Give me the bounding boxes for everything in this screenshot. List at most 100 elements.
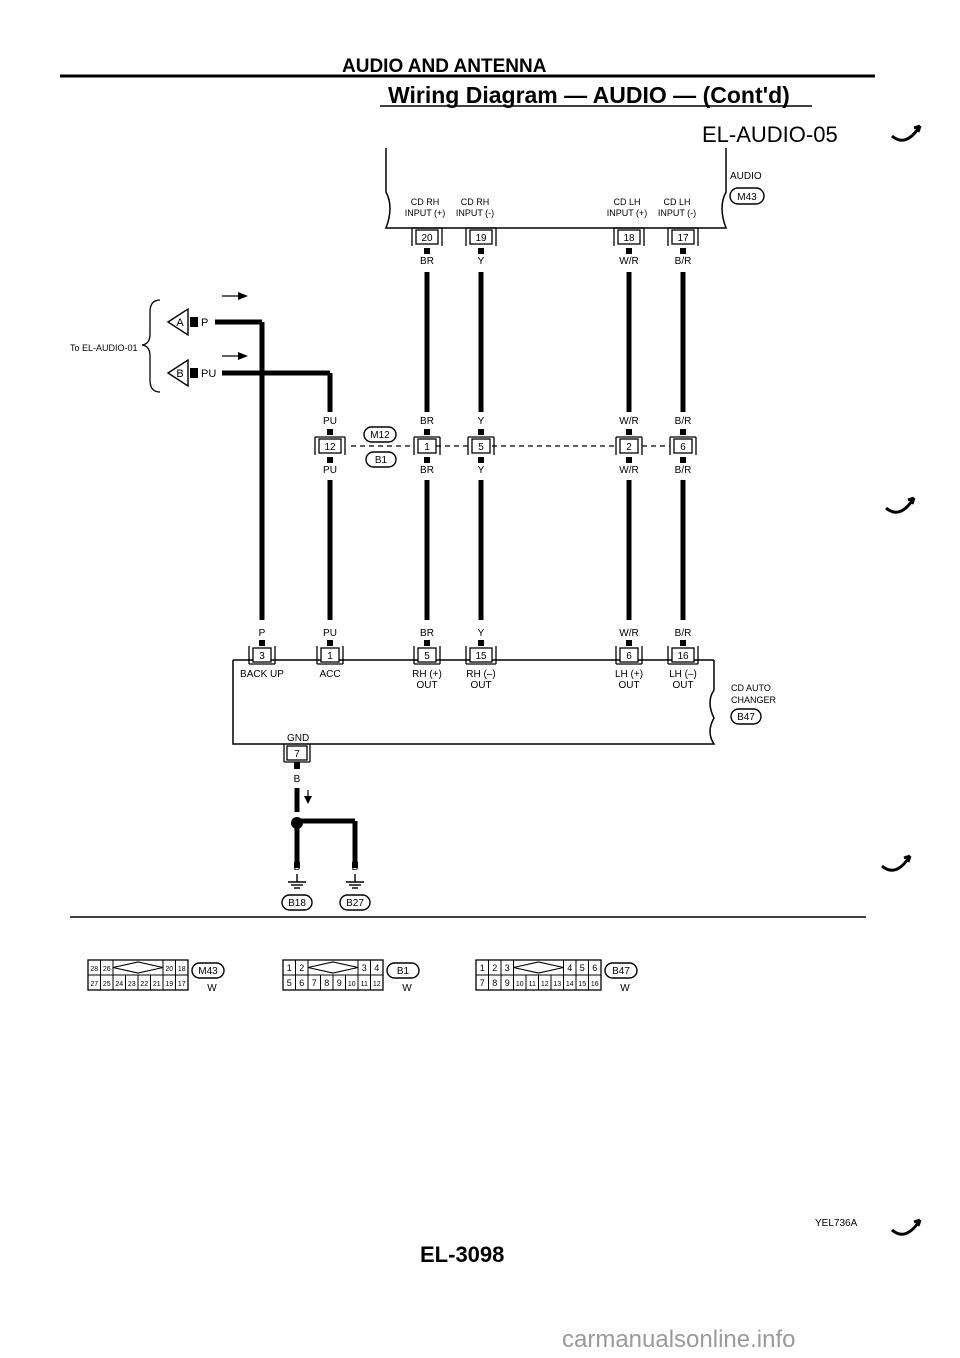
audio-wire-code: Y <box>478 256 485 267</box>
changer-terminal-5: 5 <box>413 646 441 665</box>
svg-text:21: 21 <box>153 981 161 988</box>
svg-text:12: 12 <box>541 981 549 988</box>
ground-wire-code: B <box>352 862 359 873</box>
connector-color-code: W <box>620 983 630 994</box>
audio-terminal-function: INPUT (+) <box>405 208 446 218</box>
svg-text:12: 12 <box>324 442 336 453</box>
audio-terminal-18: 18 <box>613 227 645 246</box>
svg-text:8: 8 <box>324 978 329 988</box>
junction-wire-code-bottom: Y <box>478 465 485 476</box>
svg-text:1: 1 <box>287 963 292 973</box>
svg-text:4: 4 <box>374 963 379 973</box>
svg-text:B18: B18 <box>288 898 306 909</box>
svg-text:16: 16 <box>677 651 689 662</box>
changer-name-line-1: CD AUTO <box>731 683 771 693</box>
audio-terminal-function: INPUT (-) <box>456 208 494 218</box>
wire-set <box>256 272 686 620</box>
svg-text:8: 8 <box>492 978 497 988</box>
changer-terminal-label: LH (–) <box>669 669 697 680</box>
junction-wire-code-top: Y <box>478 416 485 427</box>
direction-arrow-icon <box>238 292 248 300</box>
watermark: carmanualsonline.info <box>562 1326 796 1353</box>
svg-text:7: 7 <box>480 978 485 988</box>
changer-terminal-1: 1 <box>316 646 344 665</box>
svg-text:5: 5 <box>580 963 585 973</box>
junction-connector-badge-top: M12 <box>363 426 397 443</box>
svg-text:15: 15 <box>578 981 586 988</box>
svg-text:17: 17 <box>677 233 689 244</box>
svg-text:B27: B27 <box>346 898 364 909</box>
svg-text:1: 1 <box>480 963 485 973</box>
audio-terminal-19: 19 <box>465 227 497 246</box>
svg-text:6: 6 <box>680 442 686 453</box>
audio-terminal-function: INPUT (-) <box>658 208 696 218</box>
junction-connector-badge-bottom: B1 <box>365 451 397 468</box>
svg-text:M43: M43 <box>737 192 757 203</box>
svg-text:10: 10 <box>348 981 356 988</box>
changer-wire-code: P <box>259 628 266 639</box>
svg-text:B1: B1 <box>397 966 410 977</box>
connector-color-code: W <box>207 983 217 994</box>
svg-text:18: 18 <box>623 233 635 244</box>
junction-wire-code-top: B/R <box>675 416 692 427</box>
connector-view-badge: B1 <box>386 962 420 979</box>
junction-wire-code-bottom: W/R <box>619 465 638 476</box>
svg-text:P: P <box>201 317 208 329</box>
changer-name-line-2: CHANGER <box>731 695 777 705</box>
hook-mark-icon <box>881 854 912 872</box>
junction-wire-code-bottom: PU <box>323 465 337 476</box>
svg-text:25: 25 <box>103 981 111 988</box>
svg-text:28: 28 <box>90 966 98 973</box>
changer-connector-badge: B47 <box>730 708 762 725</box>
audio-wire-code: W/R <box>619 256 638 267</box>
svg-text:2: 2 <box>492 963 497 973</box>
changer-terminal-label: RH (–) <box>466 669 495 680</box>
section-title: AUDIO AND ANTENNA <box>342 56 547 77</box>
svg-text:11: 11 <box>529 981 536 988</box>
svg-text:1: 1 <box>424 442 430 453</box>
connector-view-badge: M43 <box>191 962 225 979</box>
svg-text:24: 24 <box>115 981 123 988</box>
reference-arrow-b: B PU <box>166 352 256 388</box>
svg-text:B47: B47 <box>737 712 755 723</box>
ground-connector-badge: B18 <box>281 894 313 911</box>
audio-terminal-label: CD RH <box>411 197 440 207</box>
junction-pin-12: 12 <box>314 436 346 455</box>
hook-mark-icon <box>885 496 916 514</box>
svg-text:12: 12 <box>373 981 381 988</box>
svg-text:13: 13 <box>553 981 561 988</box>
svg-text:15: 15 <box>475 651 487 662</box>
page-number: EL-3098 <box>420 1242 504 1267</box>
svg-text:6: 6 <box>626 651 632 662</box>
changer-wire-code: B/R <box>675 628 692 639</box>
changer-terminal-function: OUT <box>470 680 491 691</box>
svg-text:26: 26 <box>103 966 111 973</box>
junction-wire-code-top: BR <box>420 416 434 427</box>
audio-wire-code: B/R <box>675 256 692 267</box>
svg-text:GND: GND <box>287 733 309 744</box>
connector-color-code: W <box>402 983 412 994</box>
svg-text:6: 6 <box>299 978 304 988</box>
svg-text:9: 9 <box>337 978 342 988</box>
direction-arrow-icon <box>304 796 312 804</box>
changer-terminal-label: BACK UP <box>240 669 284 680</box>
audio-wire-code: BR <box>420 256 434 267</box>
ground-wire-code: B <box>294 862 301 873</box>
svg-text:6: 6 <box>592 963 597 973</box>
svg-text:7: 7 <box>294 749 300 760</box>
changer-wire-code: W/R <box>619 628 638 639</box>
svg-text:2: 2 <box>626 442 632 453</box>
svg-text:B47: B47 <box>612 966 630 977</box>
svg-text:23: 23 <box>128 981 136 988</box>
hook-mark-icon <box>891 1218 922 1236</box>
changer-wire-code: BR <box>420 628 434 639</box>
audio-terminal-function: INPUT (+) <box>607 208 648 218</box>
reference-arrow-a: A P <box>166 292 262 337</box>
changer-terminal-label: LH (+) <box>615 669 643 680</box>
svg-text:B1: B1 <box>375 455 388 466</box>
